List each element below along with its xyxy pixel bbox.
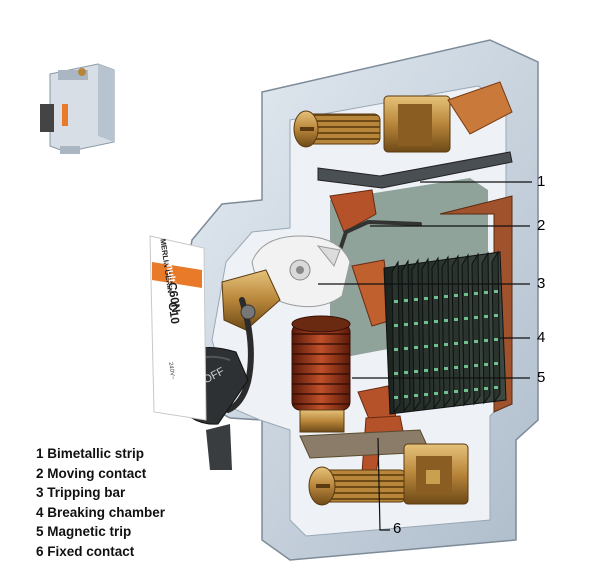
leader-6 [377, 437, 390, 531]
moving-contact [334, 219, 422, 264]
legend-item-fixed-contact: 6 Fixed contact [36, 543, 135, 559]
arc-plate-dot [494, 362, 498, 365]
bimetallic-strip [317, 151, 513, 189]
arc-plate [431, 256, 441, 410]
legend-item-magnetic-trip: 5 Magnetic trip [36, 524, 132, 539]
arc-plate-dot [484, 363, 488, 366]
arc-plate-dot [474, 388, 478, 391]
callout-5: 5 [537, 369, 546, 386]
arc-plate-dot [484, 291, 488, 294]
arc-plate-dot [434, 296, 438, 299]
arc-plate-dot [394, 324, 398, 327]
component-legend: 1 Bimetallic strip 2 Moving contact 3 Tr… [36, 444, 165, 561]
arc-plate-dot [454, 294, 458, 297]
label-model: C60N [165, 281, 183, 313]
product-label: MERLIN GERIN multi9 C60N C10 240V~ [149, 235, 207, 421]
label-series: multi9 [163, 261, 178, 292]
arc-plate-dot [464, 341, 468, 344]
arc-plate-dot [424, 321, 428, 324]
arc-plate-dot [484, 315, 488, 318]
toggle-linkage [221, 269, 281, 413]
arc-plate-dot [474, 364, 478, 367]
arc-plate-dot [414, 394, 418, 397]
arc-plate-dot [424, 369, 428, 372]
arc-plate-dot [414, 346, 418, 349]
arc-plate-dot [444, 391, 448, 394]
arc-plate [411, 258, 421, 412]
arc-plate-dot [464, 365, 468, 368]
arc-plate [471, 252, 481, 406]
arc-plate-dot [424, 393, 428, 396]
arc-plate-dot [464, 293, 468, 296]
arc-plate-dot [434, 320, 438, 323]
arc-plate-dot [484, 339, 488, 342]
arc-plate-dot [494, 338, 498, 341]
arc-plate-dot [484, 387, 488, 390]
tripping-bar [251, 235, 351, 308]
arc-plate-dot [494, 290, 498, 293]
arc-plate [491, 250, 501, 404]
arc-plate [421, 257, 431, 411]
legend-item-tripping-bar: 3 Tripping bar [36, 485, 126, 500]
arc-plate-dot [394, 300, 398, 303]
arc-plate-dot [464, 317, 468, 320]
arc-plate-dot [474, 316, 478, 319]
callout-6: 6 [393, 520, 402, 537]
arc-plate-dot [454, 366, 458, 369]
callout-3: 3 [537, 275, 546, 292]
magnetic-coil [291, 315, 351, 433]
arc-plate-dot [434, 344, 438, 347]
callout-1: 1 [537, 173, 546, 190]
arc-plate-dot [414, 298, 418, 301]
bottom-terminal-screw [308, 443, 469, 506]
arc-plate-dot [474, 340, 478, 343]
arc-plate-dot [464, 389, 468, 392]
arc-plate-dot [414, 370, 418, 373]
arc-plate-dot [424, 297, 428, 300]
arc-plate-dot [404, 347, 408, 350]
arc-plate-dot [394, 372, 398, 375]
arc-plate-dot [494, 386, 498, 389]
arc-plate-dot [394, 348, 398, 351]
arc-plate-dot [454, 318, 458, 321]
arc-plate [451, 254, 461, 408]
arc-plate-dot [404, 371, 408, 374]
arc-plate-dot [434, 392, 438, 395]
callout-4: 4 [537, 329, 546, 346]
breaking-chamber [383, 250, 507, 415]
arc-plate-dot [444, 367, 448, 370]
arc-plate-dot [494, 314, 498, 317]
arc-plate-dot [424, 345, 428, 348]
arc-plate-dot [394, 396, 398, 399]
arc-plate-dot [404, 395, 408, 398]
thumbnail-breaker [40, 63, 115, 154]
callout-leaders [318, 181, 532, 531]
arc-plate-dot [474, 292, 478, 295]
label-voltage: 240V~ [167, 362, 175, 381]
top-terminal-screw [293, 81, 513, 153]
legend-item-bimetallic-strip: 1 Bimetallic strip [36, 446, 145, 461]
arc-plate-dot [444, 343, 448, 346]
arc-plate-dot [444, 319, 448, 322]
arc-plate-dot [444, 295, 448, 298]
callout-2: 2 [537, 217, 546, 234]
arc-plate [461, 253, 471, 407]
arc-plate-dot [434, 368, 438, 371]
arc-plate [481, 251, 491, 405]
arc-plate-dot [454, 342, 458, 345]
arc-plate-dot [454, 390, 458, 393]
label-rating: C10 [165, 301, 182, 325]
arc-plate [441, 255, 451, 409]
arc-plate-dot [404, 299, 408, 302]
legend-item-moving-contact: 2 Moving contact [36, 465, 147, 481]
arc-plate-dot [404, 323, 408, 326]
arc-plate-dot [414, 322, 418, 325]
legend-item-breaking-chamber: 4 Breaking chamber [36, 504, 166, 520]
